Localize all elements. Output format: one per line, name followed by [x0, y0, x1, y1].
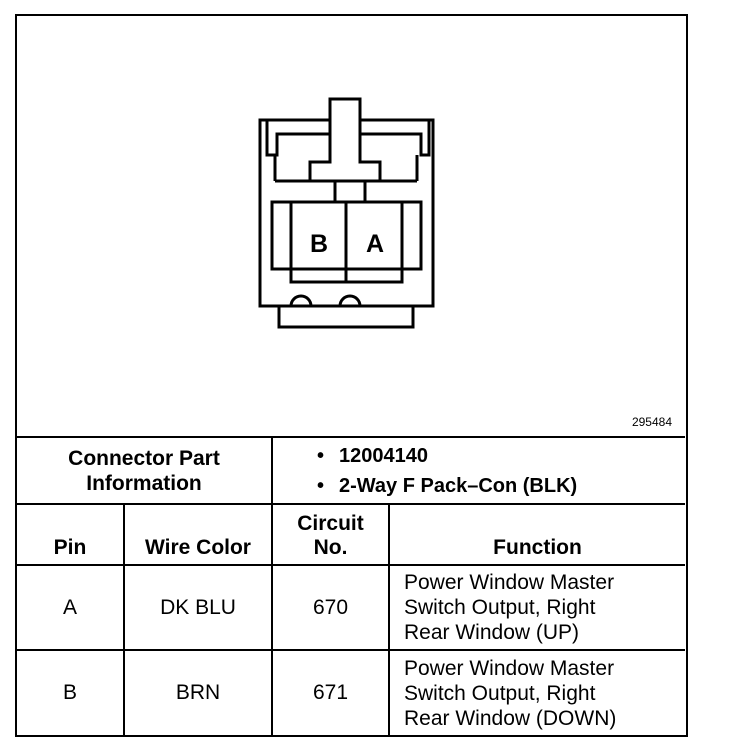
- header-pin: Pin: [17, 503, 125, 566]
- connector-info-list: •12004140 •2-Way F Pack–Con (BLK): [271, 436, 685, 505]
- header-wire-color: Wire Color: [123, 503, 273, 566]
- function-cell: Power Window Master Switch Output, Right…: [388, 564, 685, 651]
- pin-label-b: B: [310, 230, 328, 258]
- info-item: •12004140: [317, 441, 685, 471]
- header-function: Function: [388, 503, 685, 566]
- function-line: Switch Output, Right: [404, 596, 596, 619]
- connector-table: Connector Part Information •12004140 •2-…: [17, 436, 685, 735]
- bump-left: [289, 294, 313, 307]
- function-line: Power Window Master: [404, 656, 615, 680]
- bump-right: [338, 294, 362, 307]
- table-row: B BRN 671 Power Window Master Switch Out…: [17, 649, 685, 735]
- wire-color-cell: BRN: [123, 649, 273, 735]
- info-label-line: Connector Part: [68, 446, 220, 470]
- terminal-top-step: [333, 181, 367, 202]
- pin-label-a: A: [366, 230, 384, 258]
- info-item: •2-Way F Pack–Con (BLK): [317, 471, 685, 501]
- info-label-line: Information: [86, 471, 202, 495]
- function-line: Power Window Master: [404, 571, 615, 594]
- connector-diagram: B A 295484: [17, 16, 686, 436]
- header-circuit-line: No.: [313, 536, 348, 559]
- housing-step: [273, 155, 419, 183]
- table-row: A DK BLU 670 Power Window Master Switch …: [17, 564, 685, 651]
- table-header-row: Pin Wire Color Circuit No. Function: [17, 503, 685, 566]
- pin-cell: B: [17, 649, 125, 735]
- connector-info-label: Connector Part Information: [17, 436, 273, 505]
- function-line: Rear Window (UP): [404, 621, 580, 644]
- figure-id: 295484: [631, 415, 672, 429]
- housing-ridge: [265, 120, 431, 157]
- function-line: Switch Output, Right: [404, 681, 596, 705]
- bullet-icon: •: [317, 474, 325, 497]
- pin-cell: A: [17, 564, 125, 651]
- circuit-cell: 670: [271, 564, 390, 651]
- bullet-icon: •: [317, 444, 325, 467]
- wire-color-cell: DK BLU: [123, 564, 273, 651]
- connector-face-drawing: B A: [258, 97, 435, 329]
- bottom-skirt: [277, 306, 415, 329]
- connector-sheet: B A 295484 Connector Part Information •1…: [15, 14, 688, 737]
- connector-info-row: Connector Part Information •12004140 •2-…: [17, 436, 685, 505]
- circuit-cell: 671: [271, 649, 390, 735]
- function-cell: Power Window Master Switch Output, Right…: [388, 649, 685, 735]
- header-circuit: Circuit No.: [271, 503, 390, 566]
- latch-tab: [308, 120, 382, 183]
- function-line: Rear Window (DOWN): [404, 706, 617, 730]
- header-circuit-line: Circuit: [297, 512, 364, 535]
